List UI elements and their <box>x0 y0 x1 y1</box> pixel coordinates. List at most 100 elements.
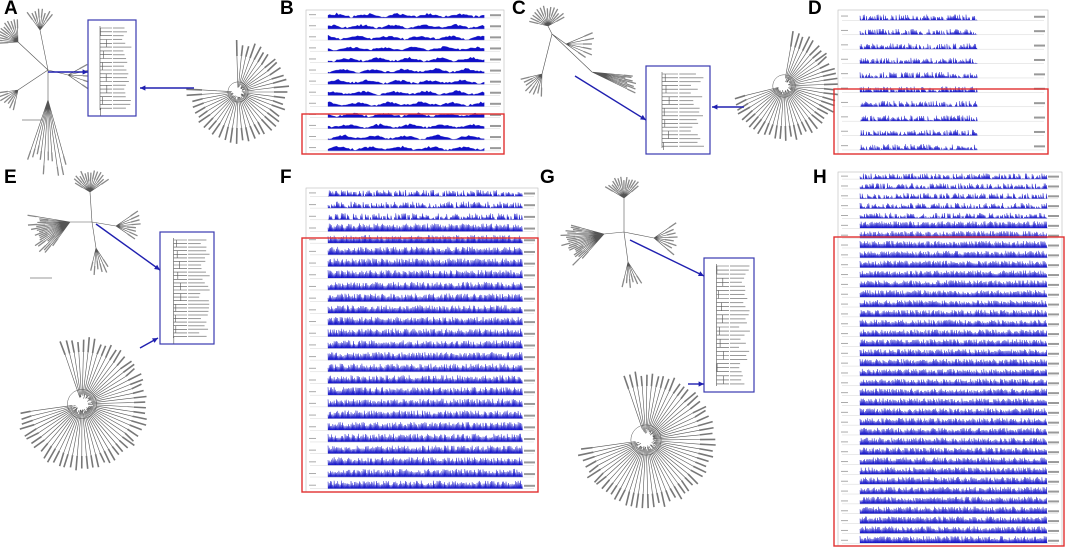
tree-leaf-label <box>9 99 14 109</box>
tree-leaf-label <box>264 58 276 69</box>
tree-layer <box>0 5 840 509</box>
tree-leaf-label <box>696 456 709 463</box>
tree-leaf-label <box>0 27 9 35</box>
tree-leaf-label <box>39 234 48 241</box>
tree-leaf-label <box>100 345 107 357</box>
tree-leaf-label <box>115 442 124 453</box>
tree-leaf-label <box>47 234 55 242</box>
tree-leaf-label <box>10 20 15 30</box>
tree-leaf-label <box>528 85 535 94</box>
tree-leaf-label <box>132 389 144 395</box>
tree-leaf-label <box>77 341 80 353</box>
tree-leaf-label <box>37 8 40 18</box>
tree-leaf-label <box>224 126 229 141</box>
tree-leaf-label <box>194 106 206 114</box>
tree-core-ring <box>227 81 249 103</box>
tree-leaf-label <box>618 489 626 502</box>
tree-leaf-label <box>575 246 584 252</box>
panel-label-c: C <box>512 0 526 19</box>
tree-leaf-label <box>665 228 674 234</box>
tree-leaf-label <box>588 464 599 473</box>
tree-leaf-label <box>244 46 250 58</box>
tree-leaf-label <box>788 125 793 137</box>
tree-leaf-label <box>186 88 203 91</box>
tree-leaf-label <box>84 173 88 183</box>
tree-leaf-label <box>269 67 281 76</box>
tree-leaf-label <box>809 45 820 56</box>
tree-leaf-label <box>612 180 619 189</box>
tree-c-radial <box>734 31 840 141</box>
tree-leaf-label <box>818 104 834 113</box>
tree-leaf-label <box>266 61 278 72</box>
tree-leaf-label <box>630 273 634 283</box>
tree-leaf-label <box>660 491 666 507</box>
tree-leaf-label <box>790 31 794 47</box>
tree-leaf-label <box>580 446 593 450</box>
inset-branches <box>173 238 187 344</box>
tree-leaf-label <box>129 231 138 237</box>
tree-leaf-label <box>623 78 633 82</box>
tree-leaf-label <box>814 111 825 120</box>
tree-leaf-label <box>625 491 631 506</box>
tree-leaf-label <box>582 46 592 50</box>
tracks-h <box>837 171 1063 547</box>
tracks-d <box>837 9 1049 155</box>
tree-leaf-label <box>126 226 136 229</box>
highlight-box-b <box>301 113 505 155</box>
tree-leaf-label <box>36 224 46 228</box>
tree-leaf-label <box>90 455 94 468</box>
tree-leaf-label <box>79 63 88 70</box>
tree-leaf-label <box>132 415 147 421</box>
tree-leaf-label <box>584 37 595 41</box>
inset-branches <box>716 264 729 386</box>
tree-core-ring <box>630 424 662 456</box>
tree-leaf-label <box>601 479 611 490</box>
arrow-e-top <box>95 223 161 271</box>
tree-leaf-label <box>819 63 830 70</box>
tree-leaf-label <box>566 237 577 241</box>
tree-leaf-label <box>668 222 677 229</box>
tree-leaf-label <box>0 95 9 102</box>
tree-leaf-label <box>104 344 112 359</box>
tree-leaf-label <box>198 110 208 118</box>
tree-leaf-label <box>85 455 89 469</box>
tree-leaf-label <box>51 152 53 162</box>
tree-leaf-label <box>583 50 593 56</box>
tree-leaf-label <box>800 121 807 132</box>
tree-leaf-label <box>218 124 225 138</box>
tree-leaf-label <box>623 74 633 77</box>
tree-leaf-label <box>130 214 140 220</box>
arrow-g-bottom <box>688 381 704 387</box>
tree-leaf-label <box>621 278 625 288</box>
tree-leaf-label <box>112 349 122 364</box>
tree-leaf-label <box>102 264 108 273</box>
coverage-track <box>327 123 485 129</box>
tree-leaf-label <box>794 33 800 48</box>
tree-leaf-label <box>38 244 47 253</box>
tree-leaf-label <box>568 244 577 249</box>
tree-leaf-label <box>625 177 628 187</box>
tree-leaf-label <box>257 121 265 135</box>
tree-leaf-label <box>741 109 753 121</box>
tree-leaf-label <box>121 436 135 447</box>
tree-leaf-label <box>109 349 117 361</box>
tree-leaf-label <box>584 32 593 37</box>
inset-branches <box>99 26 112 116</box>
tree-leaf-label <box>0 34 9 39</box>
tree-leaf-label <box>568 238 578 243</box>
tree-leaf-label <box>635 493 640 508</box>
coverage-track <box>327 101 485 107</box>
tree-leaf-label <box>34 240 43 247</box>
tree-leaf-label <box>52 238 59 247</box>
tree-leaf-label <box>111 445 120 456</box>
tree-leaf-label <box>39 232 49 239</box>
tree-leaf-label <box>27 150 32 160</box>
tree-leaf-label <box>630 492 635 507</box>
tree-leaf-label <box>823 92 840 96</box>
tree-leaf-label <box>537 84 541 94</box>
tree-core-ring <box>772 74 796 98</box>
tree-leaf-label <box>680 480 690 492</box>
overlay-layer <box>48 19 1065 547</box>
tree-leaf-label <box>804 119 813 134</box>
tree-leaf-label <box>39 218 49 221</box>
